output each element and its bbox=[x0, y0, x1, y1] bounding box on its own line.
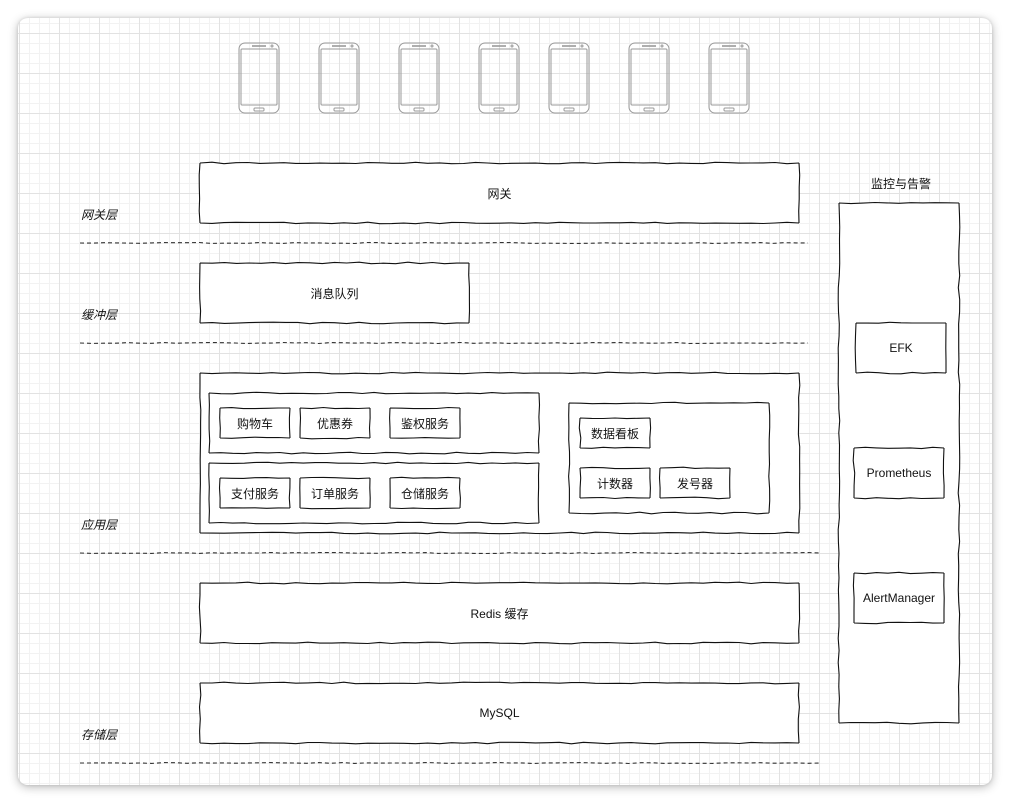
service-warehouse[interactable]: 仓储服务 bbox=[390, 478, 460, 508]
service-box-8-fill bbox=[660, 468, 730, 498]
redis-cache-box[interactable]: Redis 缓存 bbox=[200, 583, 799, 643]
monitoring-title: 监控与告警 bbox=[871, 177, 932, 191]
monitor-box-efk-fill bbox=[856, 323, 946, 373]
mysql-box-border bbox=[198, 681, 800, 745]
service-label: 购物车 bbox=[236, 416, 273, 431]
smartphone-icon bbox=[398, 42, 440, 114]
layer-divider-buffer bbox=[79, 341, 809, 345]
monitor-box-alertmanager-border bbox=[852, 571, 945, 625]
monitor-box-prometheus-fill bbox=[854, 448, 944, 498]
service-box-7-fill bbox=[580, 468, 650, 498]
service-box-0-fill bbox=[220, 408, 290, 438]
application-container-border bbox=[199, 371, 801, 535]
monitor-box-alertmanager-fill bbox=[854, 573, 944, 623]
service-box-5-border bbox=[389, 476, 461, 510]
client-devices bbox=[238, 42, 750, 114]
service-box-6-border bbox=[578, 417, 652, 449]
service-label: 支付服务 bbox=[230, 486, 279, 501]
service-box-1-fill bbox=[300, 408, 370, 438]
layer-label-storage: 存储层 bbox=[81, 728, 118, 742]
service-payment[interactable]: 支付服务 bbox=[220, 478, 290, 508]
mysql-label: MySQL bbox=[479, 706, 520, 720]
gateway-box[interactable]: 网关 bbox=[200, 163, 799, 223]
message-queue-box-fill bbox=[200, 263, 469, 323]
service-box-4-fill bbox=[300, 478, 370, 508]
gateway-box-border bbox=[198, 161, 801, 225]
mysql-box-fill bbox=[200, 683, 799, 743]
service-box-4-border bbox=[299, 476, 371, 510]
layer-divider-application bbox=[79, 551, 821, 555]
layer-dividers bbox=[79, 241, 821, 765]
monitor-label: EFK bbox=[889, 341, 913, 355]
smartphone-icon bbox=[628, 42, 670, 114]
smartphone-icon bbox=[238, 42, 280, 114]
message-queue-label: 消息队列 bbox=[310, 286, 359, 301]
service-dashboard[interactable]: 数据看板 bbox=[580, 418, 650, 448]
tools-group-border bbox=[568, 401, 771, 515]
service-counter[interactable]: 计数器 bbox=[580, 468, 650, 498]
monitor-alertmanager[interactable]: AlertManager bbox=[854, 573, 944, 623]
service-auth[interactable]: 鉴权服务 bbox=[390, 408, 460, 438]
service-box-8-border bbox=[658, 466, 731, 500]
service-label: 数据看板 bbox=[590, 426, 639, 441]
service-box-2-border bbox=[389, 406, 461, 439]
monitor-efk[interactable]: EFK bbox=[856, 323, 946, 373]
service-box-2-fill bbox=[390, 408, 460, 438]
monitor-prometheus[interactable]: Prometheus bbox=[854, 448, 944, 498]
layer-label-gateway: 网关层 bbox=[81, 208, 118, 222]
layer-divider-storage bbox=[80, 761, 821, 765]
service-box-0-border bbox=[219, 407, 291, 439]
service-box-3-fill bbox=[220, 478, 290, 508]
layer-label-buffer: 缓冲层 bbox=[81, 308, 118, 322]
service-cart[interactable]: 购物车 bbox=[220, 408, 290, 438]
monitoring-container-border bbox=[837, 201, 961, 725]
redis-cache-box-fill bbox=[200, 583, 799, 643]
mysql-box[interactable]: MySQL bbox=[200, 683, 799, 743]
service-label: 计数器 bbox=[596, 476, 633, 491]
service-order[interactable]: 订单服务 bbox=[300, 478, 370, 508]
smartphone-icon bbox=[708, 42, 750, 114]
monitor-label: Prometheus bbox=[866, 466, 932, 480]
service-box-3-border bbox=[218, 477, 291, 509]
monitor-box-prometheus-border bbox=[852, 446, 945, 500]
service-box-7-border bbox=[579, 466, 651, 500]
smartphone-icon bbox=[318, 42, 360, 114]
service-coupon[interactable]: 优惠券 bbox=[300, 408, 370, 438]
service-label: 仓储服务 bbox=[400, 486, 449, 501]
layer-label-application: 应用层 bbox=[81, 518, 118, 532]
service-box-5-fill bbox=[390, 478, 460, 508]
gateway-label: 网关 bbox=[487, 186, 512, 201]
message-queue-box-border bbox=[199, 261, 471, 325]
service-label: 鉴权服务 bbox=[400, 416, 449, 431]
service-label: 发号器 bbox=[676, 476, 713, 491]
monitor-label: AlertManager bbox=[862, 591, 936, 605]
service-id-generator[interactable]: 发号器 bbox=[660, 468, 730, 498]
monitor-box-efk-border bbox=[854, 321, 947, 375]
message-queue-box[interactable]: 消息队列 bbox=[200, 263, 469, 323]
redis-cache-label: Redis 缓存 bbox=[470, 606, 529, 621]
service-box-1-border bbox=[299, 406, 371, 440]
gateway-box-fill bbox=[200, 163, 799, 223]
business-group-row1-border bbox=[208, 391, 541, 455]
service-label: 优惠券 bbox=[316, 416, 353, 431]
smartphone-icon bbox=[548, 42, 590, 114]
service-box-6-fill bbox=[580, 418, 650, 448]
redis-cache-box-border bbox=[198, 581, 801, 645]
diagram-boxes bbox=[198, 161, 961, 745]
smartphone-icon bbox=[478, 42, 520, 114]
service-label: 订单服务 bbox=[310, 486, 359, 501]
business-group-row2-border bbox=[208, 461, 540, 525]
layer-divider-gateway bbox=[79, 241, 809, 245]
